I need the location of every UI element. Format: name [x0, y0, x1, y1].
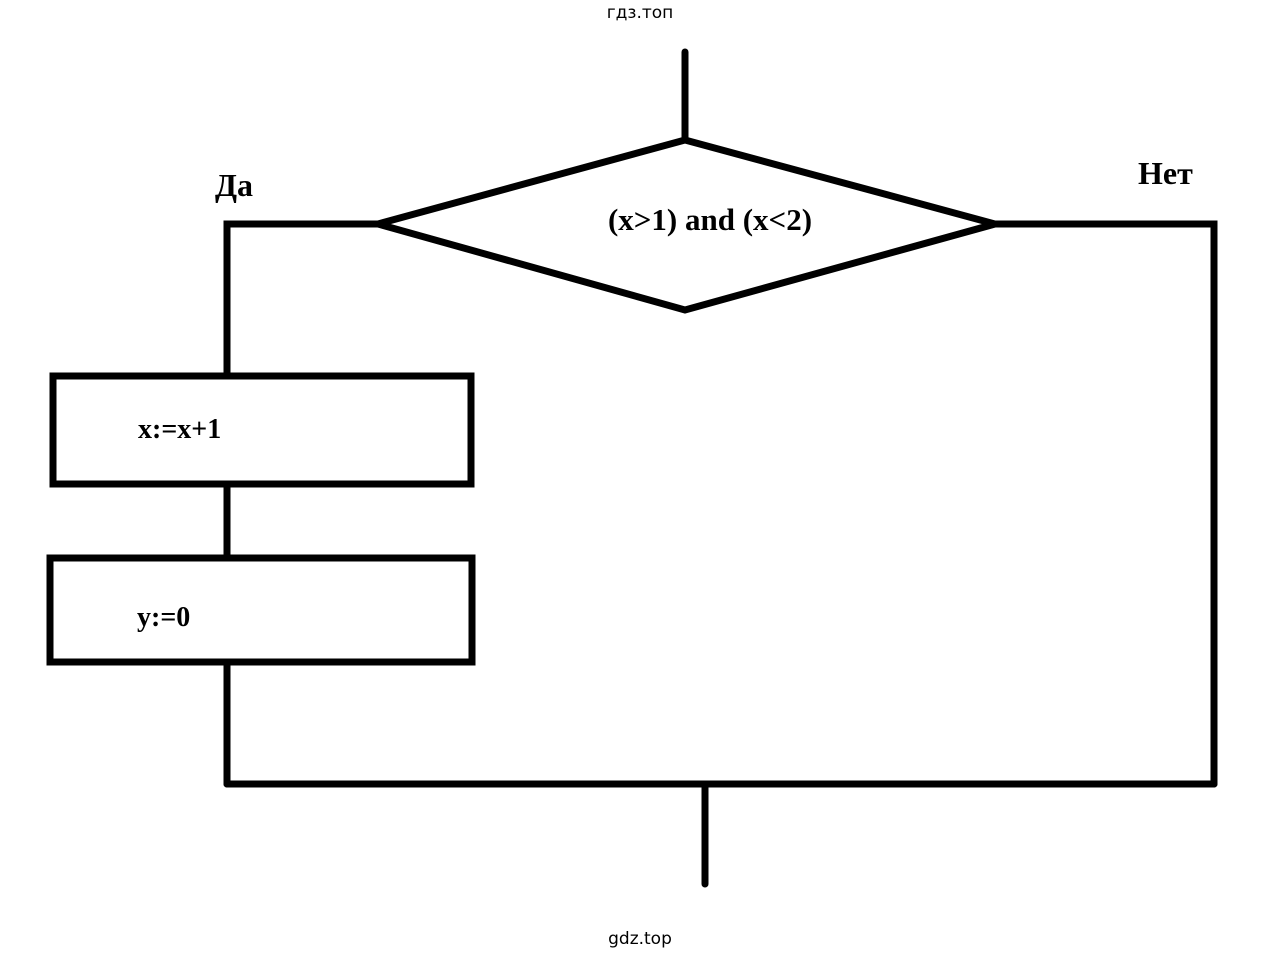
watermark-bottom: gdz.top: [608, 929, 672, 949]
decision-diamond: [364, 136, 1009, 314]
no-branch-line: [991, 220, 1218, 788]
yes-label: Да: [215, 167, 253, 203]
process-box-2: [46, 554, 476, 666]
condition-text: (x>1) and (x<2): [608, 202, 812, 237]
process-box-1: [49, 372, 475, 488]
no-label: Нет: [1138, 155, 1193, 191]
yes-branch-line: [223, 220, 382, 382]
watermark-top: гдз.топ: [606, 3, 674, 23]
step-text-2: y:=0: [137, 602, 190, 633]
step-text-1: x:=x+1: [138, 414, 221, 445]
